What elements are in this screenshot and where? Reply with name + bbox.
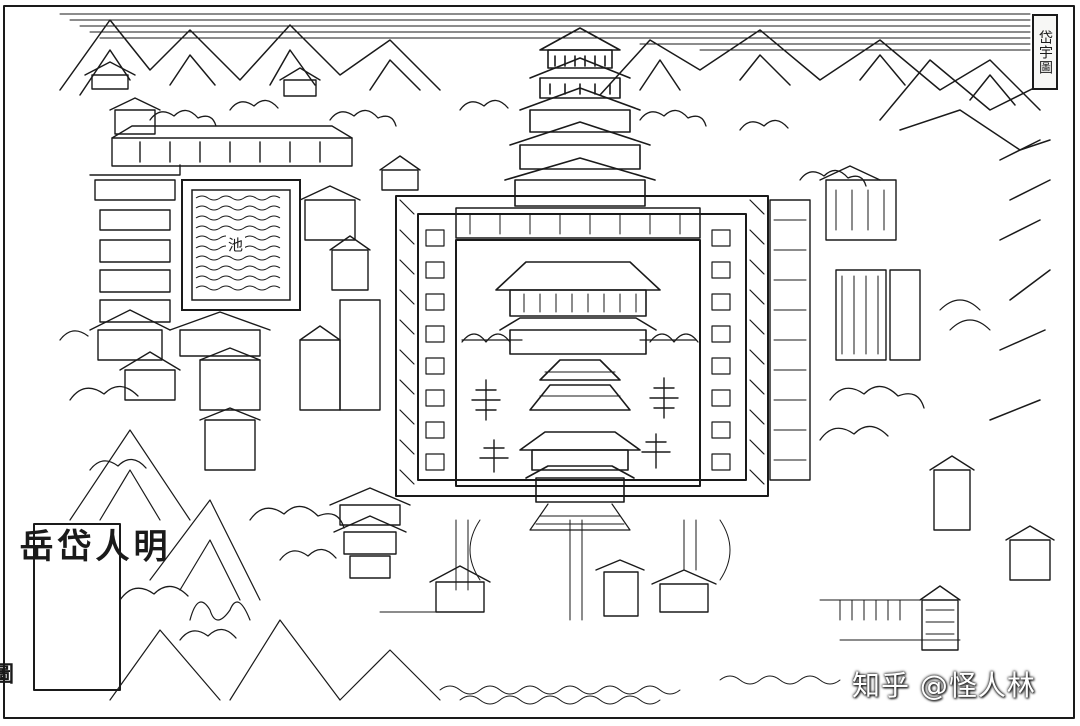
- side-title: 明 人 岱 岳 圖: [0, 528, 167, 686]
- sky-lines: [59, 13, 1031, 51]
- side-title-char: 岱: [51, 528, 91, 564]
- inner-gate: [519, 431, 641, 531]
- cloud-icon: [149, 109, 217, 127]
- watermark: 知乎 @怪人林: [852, 669, 1036, 702]
- side-title-char: 人: [89, 528, 129, 564]
- lower-structures: [329, 487, 961, 641]
- side-title-char: 岳: [13, 528, 53, 564]
- main-hall: [461, 261, 699, 411]
- tree-icon: [471, 377, 679, 473]
- side-title-char: 明: [127, 528, 167, 564]
- foreground-ripples: [439, 675, 841, 705]
- map-border: [3, 5, 1075, 719]
- pagoda-icon: [504, 27, 656, 207]
- side-title-frame: [33, 523, 121, 691]
- clouds: [59, 99, 925, 641]
- mountain-range: [59, 19, 1051, 421]
- left-buildings: [84, 61, 421, 471]
- left-hills: [69, 429, 441, 701]
- right-buildings: [769, 165, 1055, 651]
- pool: [181, 179, 301, 311]
- map-title-cartouche: 岱宇圖: [1032, 14, 1058, 90]
- main-compound: [395, 195, 769, 497]
- mountain-icon: [59, 19, 441, 91]
- pool-label: 池: [226, 234, 246, 255]
- side-title-char: 圖: [0, 662, 14, 686]
